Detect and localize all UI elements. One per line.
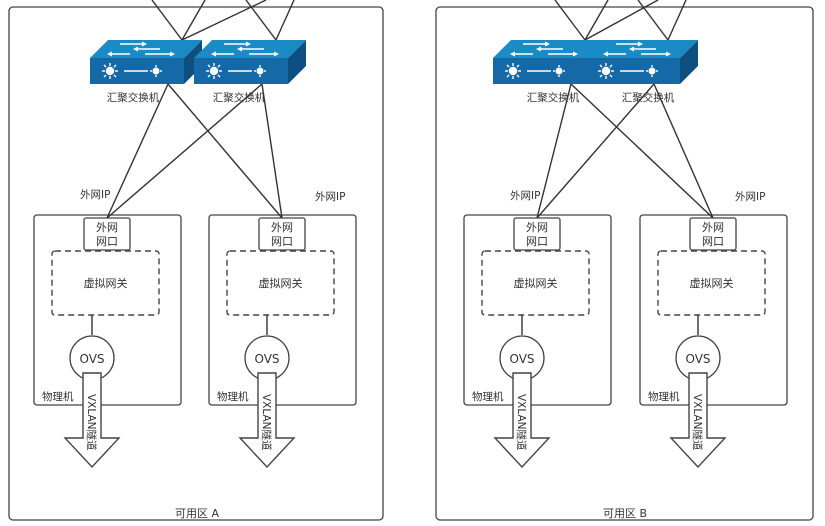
nic-label: 外网 [702, 221, 724, 234]
zone-frame [435, 6, 814, 521]
host-label: 物理机 [648, 390, 680, 403]
uplink-line [584, 0, 659, 41]
external-ip-label: 外网IP [315, 191, 345, 203]
vxlan-tunnel-arrow [238, 372, 296, 469]
vxlan-tunnel-arrow [669, 372, 727, 469]
ovs-label: OVS [509, 352, 534, 366]
virtual-gateway-box [481, 250, 590, 316]
switch-host-link [106, 83, 169, 219]
virtual-gateway-box [51, 250, 160, 316]
nic-label: 外网 [271, 221, 293, 234]
switch-icon [89, 39, 203, 85]
vxlan-tunnel-label: VXLAN隧道 [260, 394, 273, 451]
uplink-line [275, 0, 295, 41]
external-ip-label: 外网IP [510, 190, 540, 202]
ovs-label: OVS [254, 352, 279, 366]
uplink-line [667, 0, 687, 41]
virtual-gateway-label: 虚拟网关 [259, 276, 303, 290]
switch-host-link [261, 83, 283, 219]
ovs-label: OVS [685, 352, 710, 366]
ovs-label: OVS [79, 352, 104, 366]
zone-frame [8, 6, 384, 521]
switch-host-link [167, 83, 283, 219]
nic-label: 网口 [526, 235, 548, 248]
uplink-line [181, 0, 206, 41]
host-label: 物理机 [472, 390, 504, 403]
virtual-gateway-label: 虚拟网关 [514, 276, 558, 290]
nic-label: 网口 [96, 235, 118, 248]
vxlan-tunnel-label: VXLAN隧道 [515, 394, 528, 451]
switch-icon [193, 39, 307, 85]
zone-label: 可用区 B [603, 507, 647, 520]
switch-label: 汇聚交换机 [107, 91, 160, 104]
uplink-line [245, 0, 277, 41]
vxlan-tunnel-arrow [63, 372, 121, 469]
switch-label: 汇聚交换机 [213, 91, 266, 104]
zone-label: 可用区 A [175, 507, 219, 520]
nic-label: 外网 [96, 221, 118, 234]
external-ip-label: 外网IP [735, 191, 765, 203]
switch-label: 汇聚交换机 [527, 91, 580, 104]
virtual-gateway-label: 虚拟网关 [690, 276, 734, 290]
virtual-gateway-box [657, 250, 766, 316]
host-label: 物理机 [42, 390, 74, 403]
vxlan-tunnel-arrow [493, 372, 551, 469]
external-ip-label: 外网IP [80, 189, 110, 201]
switch-label: 汇聚交换机 [622, 91, 675, 104]
switch-host-link [536, 83, 572, 219]
switch-host-link [106, 83, 263, 219]
switch-host-link [570, 83, 714, 219]
virtual-gateway-label: 虚拟网关 [84, 276, 128, 290]
switch-host-link [536, 83, 655, 219]
host-label: 物理机 [217, 390, 249, 403]
nic-label: 网口 [271, 235, 293, 248]
switch-icon [585, 39, 699, 85]
uplink-line [637, 0, 669, 41]
nic-label: 外网 [526, 221, 548, 234]
vxlan-tunnel-label: VXLAN隧道 [85, 394, 98, 451]
nic-label: 网口 [702, 235, 724, 248]
uplink-line [554, 0, 586, 41]
virtual-gateway-box [226, 250, 335, 316]
uplink-line [151, 0, 183, 41]
vxlan-tunnel-label: VXLAN隧道 [691, 394, 704, 451]
switch-host-link [653, 83, 714, 219]
uplink-line [584, 0, 609, 41]
uplink-line [181, 0, 267, 41]
